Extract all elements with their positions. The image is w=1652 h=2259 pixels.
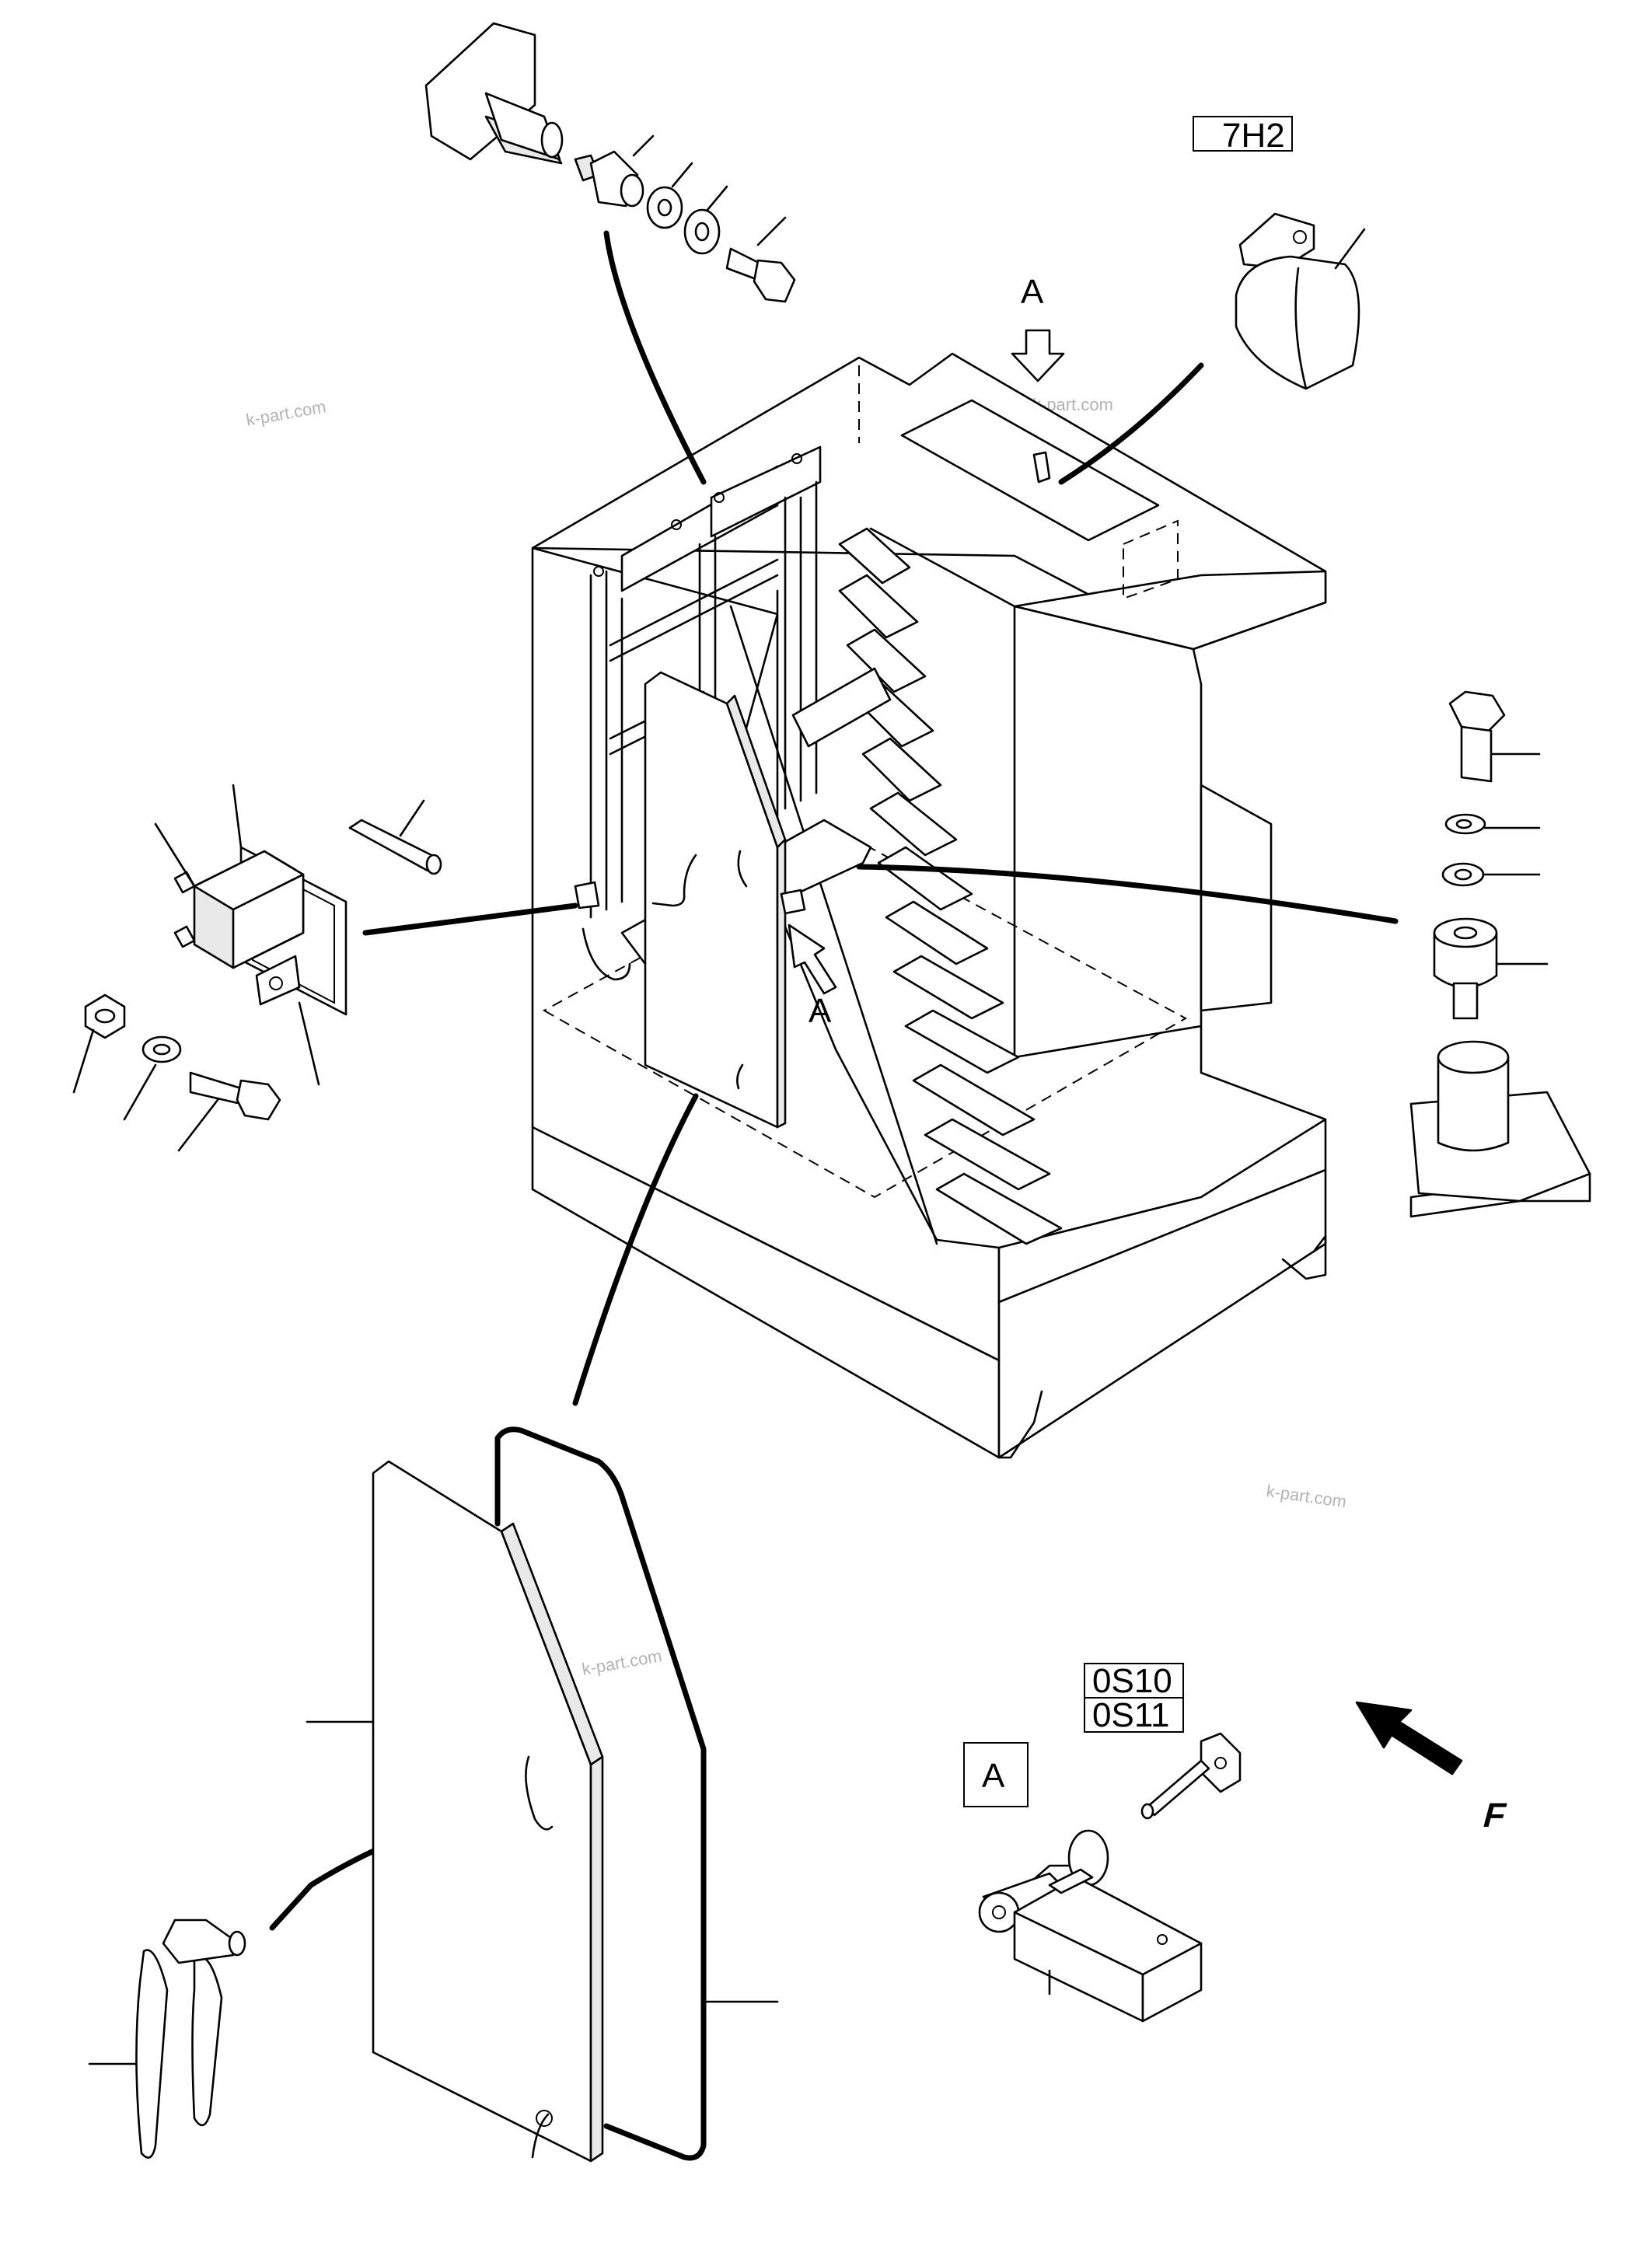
bracket-plate-assembly	[154, 784, 348, 1086]
direction-f-arrow: F	[1355, 1701, 1511, 1835]
detail-a-arrow: A	[788, 924, 837, 1030]
watermark: k-part.com	[245, 396, 328, 430]
watermark: k-part.com	[1265, 1481, 1347, 1511]
detail-a-label: A	[982, 1757, 1005, 1795]
isolator-mount-assembly	[1409, 690, 1591, 1218]
cabin-door-installed	[574, 671, 806, 1129]
watermark: k-part.com	[581, 1646, 664, 1679]
door-handle-part	[88, 1919, 246, 2159]
mount-assembly-top	[424, 22, 796, 303]
switch-cover-part	[1235, 212, 1366, 390]
door-seal	[494, 1426, 779, 2161]
direction-f-label: F	[1479, 1796, 1511, 1835]
left-fastener-set	[72, 993, 281, 1152]
pin-part	[348, 799, 442, 875]
page-reference-box: 7H2	[1193, 116, 1293, 155]
callout-connectors	[269, 230, 1399, 1931]
page-reference-label: 7H2	[1222, 117, 1285, 155]
switch-code-0: 0S10	[1092, 1662, 1172, 1700]
cabin-door-exploded	[306, 1460, 604, 2163]
staircase	[729, 527, 1063, 1245]
view-a-label: A	[1021, 273, 1044, 311]
switch-code-1: 0S11	[1092, 1696, 1170, 1734]
detail-a-pointer-label: A	[809, 992, 832, 1030]
detail-a-switch: A 0S10 0S11	[963, 1662, 1242, 2023]
view-a-arrow: A	[1011, 273, 1065, 382]
